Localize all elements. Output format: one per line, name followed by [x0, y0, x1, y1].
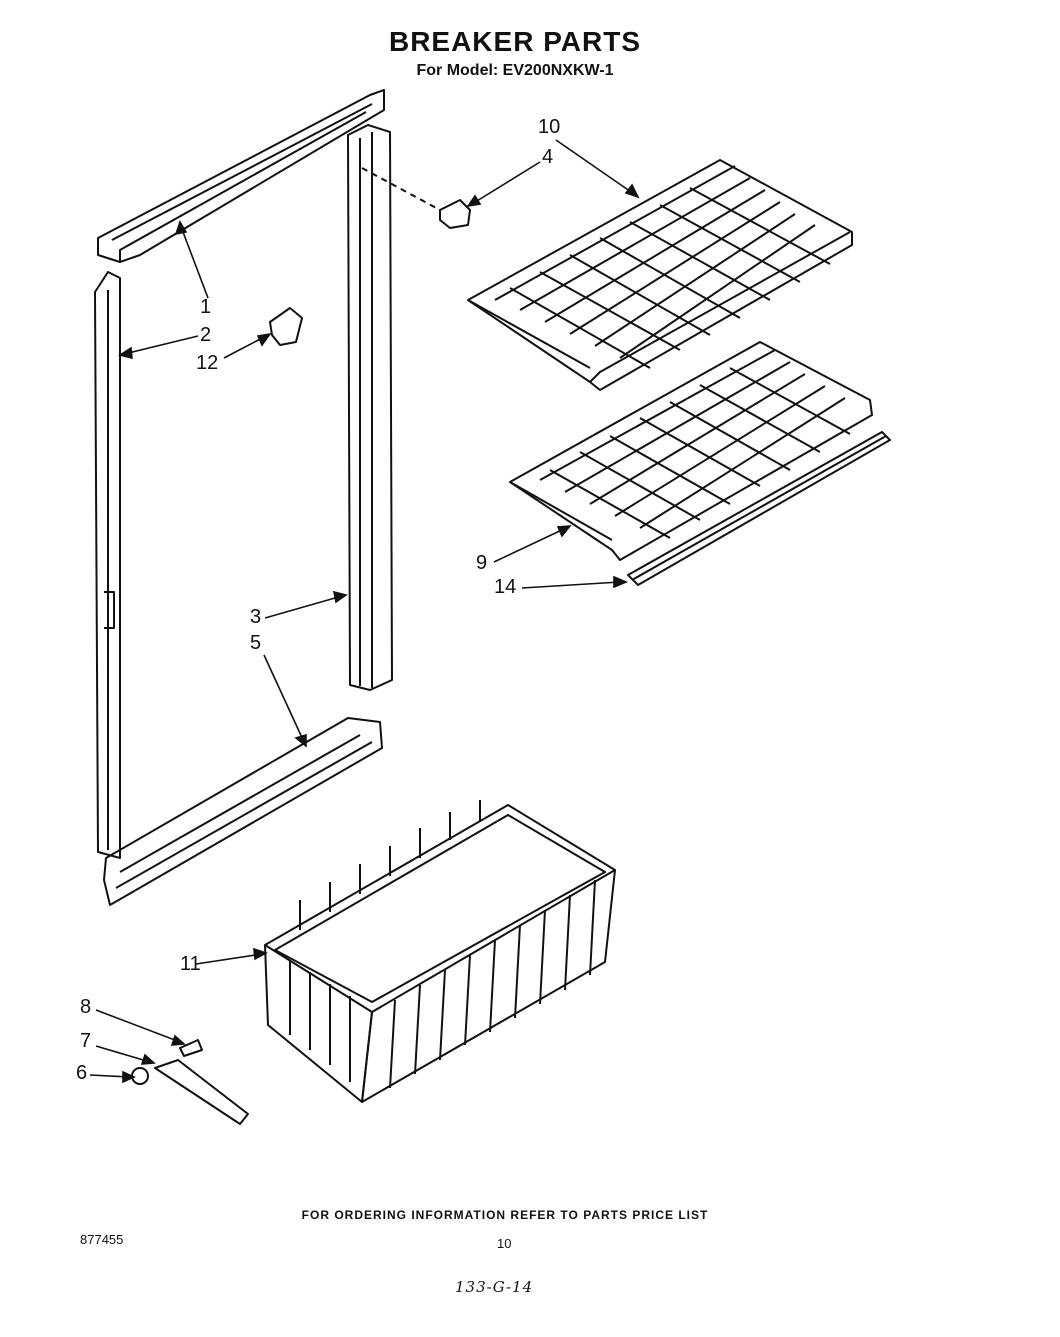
- callout-2: 2: [200, 324, 212, 346]
- left-vertical-breaker: [94, 271, 121, 859]
- top-breaker-strip: [97, 89, 385, 263]
- clip-part: [361, 167, 471, 229]
- model-subtitle: For Model: EV200NXKW-1: [416, 62, 614, 79]
- small-clip-part: [269, 307, 303, 346]
- ordering-note: FOR ORDERING INFORMATION REFER TO PARTS …: [301, 1208, 709, 1222]
- callout-5: 5: [250, 632, 262, 654]
- shelf-channel: [627, 431, 891, 586]
- callout-6: 6: [76, 1062, 88, 1084]
- callout-14: 14: [494, 576, 517, 598]
- callout-4: 4: [542, 146, 554, 168]
- handwritten-code: 133-G-14: [455, 1278, 534, 1296]
- callout-3: 3: [250, 606, 262, 628]
- bottom-breaker-strip: [103, 717, 383, 906]
- callout-10: 10: [538, 116, 561, 138]
- page-number: 10: [497, 1236, 512, 1251]
- page-title: BREAKER PARTS: [388, 26, 642, 57]
- document-number: 877455: [80, 1232, 124, 1247]
- callout-1: 1: [200, 296, 212, 318]
- callout-8: 8: [80, 996, 92, 1018]
- upper-wire-shelf: [467, 159, 853, 391]
- callout-7: 7: [80, 1030, 92, 1052]
- right-vertical-breaker: [347, 124, 393, 691]
- callout-9: 9: [476, 552, 488, 574]
- callout-11: 11: [180, 953, 201, 975]
- callout-12: 12: [196, 352, 219, 374]
- lower-wire-shelf: [509, 341, 873, 561]
- hinge-hardware: [131, 1039, 249, 1125]
- wire-basket: [264, 800, 616, 1103]
